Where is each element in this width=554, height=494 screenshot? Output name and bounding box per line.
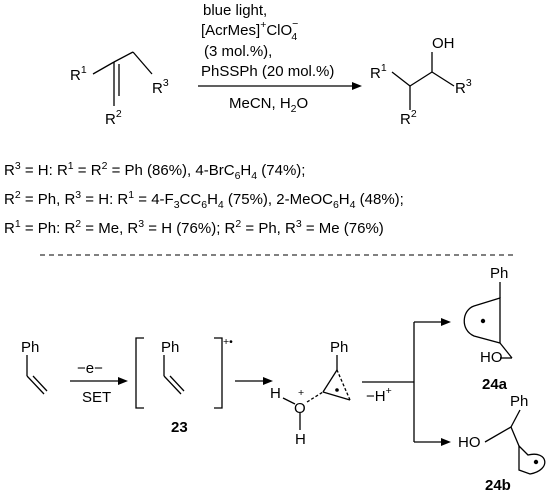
scope-text-segment: H bbox=[339, 191, 350, 208]
deprotonation-label: −H+ bbox=[366, 385, 392, 405]
scope-text-segment: = Me (76%) bbox=[302, 220, 384, 237]
compound-label-23: 23 bbox=[171, 419, 188, 436]
scope-text-segment: R bbox=[4, 191, 15, 208]
radical-cation-ph-label: Ph bbox=[161, 339, 179, 356]
scope-text-segment: 3 bbox=[15, 160, 21, 172]
product-r3-label: R3 bbox=[455, 77, 472, 97]
set-arrow bbox=[70, 377, 128, 385]
scope-text-segment: 6 bbox=[201, 199, 207, 211]
scope-line-1: R3 = H: R1 = R2 = Ph (86%), 4-BrC6H4 (74… bbox=[4, 160, 305, 182]
scope-text-segment: R bbox=[4, 220, 15, 237]
scope-text-segment: 3 bbox=[75, 189, 81, 201]
radical-24a-ph-label: Ph bbox=[490, 265, 508, 282]
radical-24a-ho-label: HO bbox=[480, 349, 503, 366]
scope-text-segment: 3 bbox=[174, 199, 180, 211]
adduct-h-top: H bbox=[270, 385, 281, 402]
scope-text-segment: = R bbox=[74, 162, 102, 179]
adduct-ph-label: Ph bbox=[330, 339, 348, 356]
scope-text-segment: 2 bbox=[235, 218, 241, 230]
scope-text-segment: 6 bbox=[333, 199, 339, 211]
scope-text-segment: 1 bbox=[128, 189, 134, 201]
reactant-r3-label: R3 bbox=[152, 77, 169, 97]
styrene-ph-label: Ph bbox=[21, 339, 39, 356]
scope-text-segment: 4 bbox=[350, 199, 356, 211]
scope-text-segment: = Ph (86%), 4-BrC bbox=[107, 162, 234, 179]
scope-text-segment: = Ph: R bbox=[21, 220, 76, 237]
scope-text-segment: H bbox=[240, 162, 251, 179]
scope-line-3: R1 = Ph: R2 = Me, R3 = H (76%); R2 = Ph,… bbox=[4, 218, 384, 237]
scope-text-segment: 2 bbox=[75, 218, 81, 230]
reactant-alkene: R1 R2 R3 bbox=[70, 51, 169, 128]
scope-text-segment: 4 bbox=[251, 170, 257, 182]
set-label: SET bbox=[82, 389, 111, 406]
set-electron-label: −e− bbox=[77, 360, 103, 377]
water-adduct: H O + H Ph bbox=[270, 339, 351, 448]
radical-cation-charge: +• bbox=[223, 336, 233, 348]
reactant-r2-label: R2 bbox=[105, 108, 122, 128]
scope-line-2: R2 = Ph, R3 = H: R1 = 4-F3CC6H4 (75%), 2… bbox=[4, 189, 404, 211]
reactant-r1-label: R1 bbox=[70, 64, 87, 84]
scope-text-segment: = Ph, R bbox=[241, 220, 296, 237]
scope-text-segment: = H: R bbox=[21, 162, 68, 179]
scope-text-segment: 1 bbox=[15, 218, 21, 230]
product-r1-label: R1 bbox=[370, 62, 387, 82]
adduct-h-bottom: H bbox=[295, 431, 306, 448]
scope-text-segment: (75%), 2-MeOC bbox=[224, 191, 333, 208]
scope-text-segment: H bbox=[207, 191, 218, 208]
product-alcohol: OH R1 R2 R3 bbox=[370, 35, 472, 128]
condition-blue-light: blue light, bbox=[203, 2, 267, 19]
scope-text-segment: (48%); bbox=[355, 191, 403, 208]
adduct-oxygen-charge: + bbox=[298, 387, 304, 399]
compound-label-24a: 24a bbox=[482, 376, 508, 393]
reaction-conditions: blue light, [AcrMes]+ClO−4 (3 mol.%), Ph… bbox=[201, 2, 334, 80]
reaction-arrow bbox=[198, 82, 362, 90]
product-oh-label: OH bbox=[432, 35, 455, 52]
scope-text-segment: R bbox=[4, 162, 15, 179]
scope-text-segment: = H: R bbox=[81, 191, 128, 208]
addition-arrow bbox=[235, 377, 273, 385]
condition-catalyst-loading: (3 mol.%), bbox=[204, 43, 272, 60]
scope-text-segment: 1 bbox=[68, 160, 74, 172]
scope-text-segment: = 4-F bbox=[134, 191, 174, 208]
scope-text-segment: = H (76%); R bbox=[144, 220, 235, 237]
scope-text-segment: 2 bbox=[15, 189, 21, 201]
condition-catalyst: [AcrMes]+ClO−4 bbox=[201, 18, 298, 43]
scope-text-segment: 3 bbox=[138, 218, 144, 230]
compound-label-24b: 24b bbox=[485, 477, 511, 494]
product-r2-label: R2 bbox=[400, 108, 417, 128]
scope-text-segment: = Ph, R bbox=[21, 191, 76, 208]
condition-disulfide: PhSSPh (20 mol.%) bbox=[201, 63, 334, 80]
radical-24a: Ph HO bbox=[463, 265, 513, 366]
deprotonation-branch bbox=[362, 318, 451, 446]
radical-cation-23: Ph +• bbox=[135, 336, 233, 409]
scope-text-segment: 4 bbox=[218, 199, 224, 211]
scope-text-segment: = Me, R bbox=[81, 220, 138, 237]
radical-24b-ph-label: Ph bbox=[510, 393, 528, 410]
scope-text-segment: (74%); bbox=[257, 162, 305, 179]
condition-solvent: MeCN, H2O bbox=[229, 95, 308, 115]
adduct-oxygen: O bbox=[294, 400, 306, 417]
scope-text-segment: 3 bbox=[296, 218, 302, 230]
radical-24b: Ph HO bbox=[458, 393, 546, 475]
radical-24b-ho-label: HO bbox=[458, 434, 481, 451]
styrene: Ph bbox=[21, 339, 48, 395]
scope-text-segment: 2 bbox=[102, 160, 108, 172]
scope-text-segment: 6 bbox=[235, 170, 241, 182]
scope-text-segment: CC bbox=[180, 191, 202, 208]
